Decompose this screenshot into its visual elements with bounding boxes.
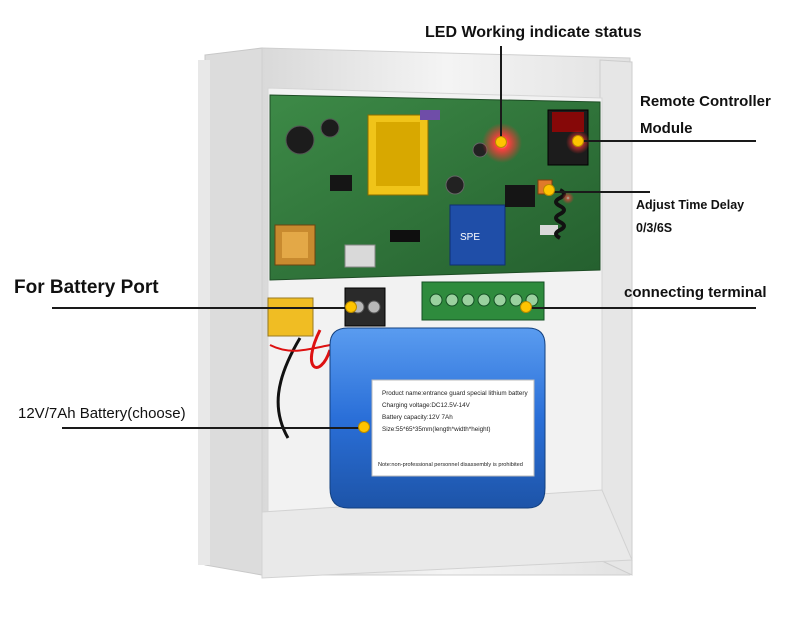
battery-label-line: Battery capacity:12V 7Ah — [382, 414, 453, 421]
callout-terminal: connecting terminal — [624, 284, 767, 301]
battery-label-line: Note:non-professional personnel disassem… — [378, 462, 523, 468]
callout-remote-line1: Remote Controller — [640, 93, 771, 110]
callout-leader — [62, 427, 362, 429]
callout-dot — [358, 421, 370, 433]
callout-battery-port: For Battery Port — [14, 277, 159, 298]
battery-label-line: Charging voltage:DC12.5V-14V — [382, 402, 470, 409]
battery-label-line: Size:55*65*35mm(length*width*height) — [382, 426, 491, 433]
ic-chip — [505, 185, 535, 207]
callout-adjust-line1: Adjust Time Delay — [636, 198, 745, 212]
callout-remote-line2: Module — [640, 120, 693, 137]
callout-leader — [500, 46, 502, 138]
callout-dot — [543, 184, 555, 196]
relay — [449, 204, 506, 266]
callout-leader — [580, 140, 756, 142]
heatsink-fins — [198, 47, 263, 576]
capacitor — [285, 125, 315, 155]
callout-leader — [52, 307, 352, 309]
relay-brand: SPE — [460, 232, 480, 243]
battery-pack — [329, 327, 546, 509]
callout-leader — [526, 307, 756, 309]
callout-dot — [345, 301, 357, 313]
antenna-coil — [554, 188, 566, 240]
battery-label-line: Product name:entrance guard special lith… — [382, 390, 528, 397]
callout-leader — [552, 191, 650, 193]
callout-dot — [572, 135, 584, 147]
callout-battery: 12V/7Ah Battery(choose) — [18, 405, 186, 422]
battery-label-sticker — [371, 379, 535, 477]
callout-dot — [495, 136, 507, 148]
callout-led-status: LED Working indicate status — [425, 24, 642, 41]
callout-adjust-line2: 0/3/6S — [636, 221, 673, 235]
callout-dot — [520, 301, 532, 313]
